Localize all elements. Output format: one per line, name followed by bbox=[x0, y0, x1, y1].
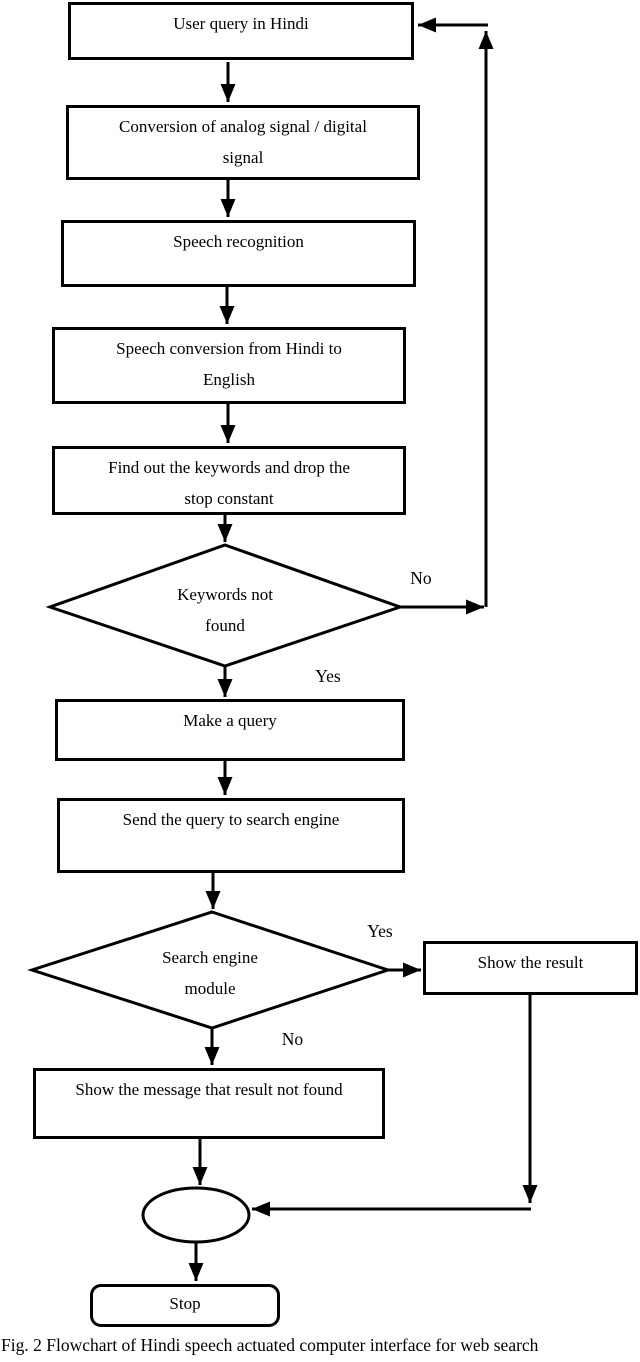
edge-label-keywords-no: No bbox=[410, 568, 432, 588]
junction-ellipse bbox=[141, 1186, 251, 1244]
node-stop: Stop bbox=[90, 1284, 280, 1327]
node-speech-recognition: Speech recognition bbox=[61, 220, 416, 287]
node-make-query: Make a query bbox=[55, 699, 405, 761]
node-find-keywords: Find out the keywords and drop the stop … bbox=[52, 446, 406, 515]
node-user-query: User query in Hindi bbox=[68, 2, 414, 60]
figure-caption: Fig. 2 Flowchart of Hindi speech actuate… bbox=[1, 1335, 539, 1355]
node-conversion: Conversion of analog signal / digital si… bbox=[66, 105, 420, 180]
node-show-message: Show the message that result not found bbox=[33, 1068, 385, 1139]
edge-label-search-yes: Yes bbox=[367, 921, 393, 941]
decision-keywords-label: Keywords not found bbox=[177, 585, 273, 635]
edge-label-keywords-yes: Yes bbox=[315, 666, 341, 686]
node-speech-conversion: Speech conversion from Hindi to English bbox=[52, 327, 406, 404]
decision-keywords-shape bbox=[45, 543, 405, 668]
node-send-query: Send the query to search engine bbox=[57, 798, 405, 873]
node-show-result: Show the result bbox=[423, 941, 638, 995]
decision-search-engine-shape bbox=[27, 910, 393, 1030]
decision-search-engine-label: Search engine module bbox=[162, 948, 258, 998]
edge-label-search-no: No bbox=[281, 1029, 304, 1049]
